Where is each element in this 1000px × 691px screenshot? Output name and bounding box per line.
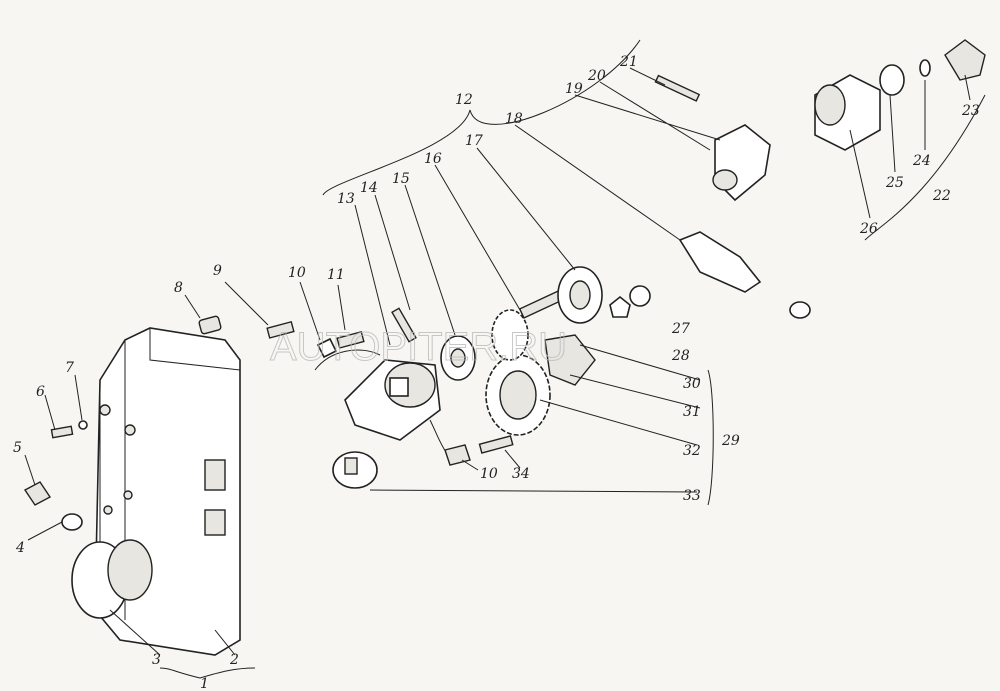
callout-10b: 10 (480, 466, 498, 482)
callout-2: 2 (229, 652, 239, 668)
callout-4: 4 (15, 540, 25, 556)
callout-33: 33 (683, 488, 701, 504)
flange-part (314, 349, 471, 466)
callout-30: 30 (683, 376, 701, 392)
callout-21: 21 (619, 54, 638, 70)
gear-parts (332, 266, 651, 489)
callout-10: 10 (288, 265, 306, 281)
callout-13: 13 (337, 191, 355, 207)
callout-12: 12 (455, 92, 473, 108)
callout-9: 9 (213, 263, 222, 279)
callout-29: 29 (721, 433, 740, 449)
callout-31: 31 (683, 404, 701, 420)
housing-part (71, 327, 241, 656)
callout-22: 22 (932, 188, 951, 204)
callout-28: 28 (671, 348, 690, 364)
callout-7: 7 (65, 360, 74, 376)
callout-11: 11 (327, 267, 345, 283)
callout-5: 5 (13, 440, 22, 456)
callout-24: 24 (912, 153, 931, 169)
callout-23: 23 (961, 103, 980, 119)
callout-8: 8 (174, 280, 183, 296)
callout-27: 27 (671, 321, 690, 337)
upper-parts (654, 39, 986, 319)
small-parts (23, 307, 417, 531)
callout-14: 14 (360, 180, 378, 196)
callout-17: 17 (465, 133, 483, 149)
callout-25: 25 (885, 175, 904, 191)
callout-labels: 1 2 3 4 5 6 7 8 9 10 11 12 13 14 15 16 1… (13, 54, 980, 691)
callout-19: 19 (565, 81, 583, 97)
callout-15: 15 (392, 171, 410, 187)
callout-20: 20 (587, 68, 606, 84)
callout-18: 18 (505, 111, 523, 127)
callout-34: 34 (512, 466, 530, 482)
watermark-text: AUTOPITER.RU (270, 325, 567, 369)
callout-1: 1 (200, 676, 209, 691)
leader-lines (24, 39, 986, 679)
callout-16: 16 (424, 151, 442, 167)
callout-32: 32 (683, 443, 701, 459)
callout-3: 3 (152, 652, 161, 668)
callout-6: 6 (36, 384, 45, 400)
callout-26: 26 (859, 221, 878, 237)
